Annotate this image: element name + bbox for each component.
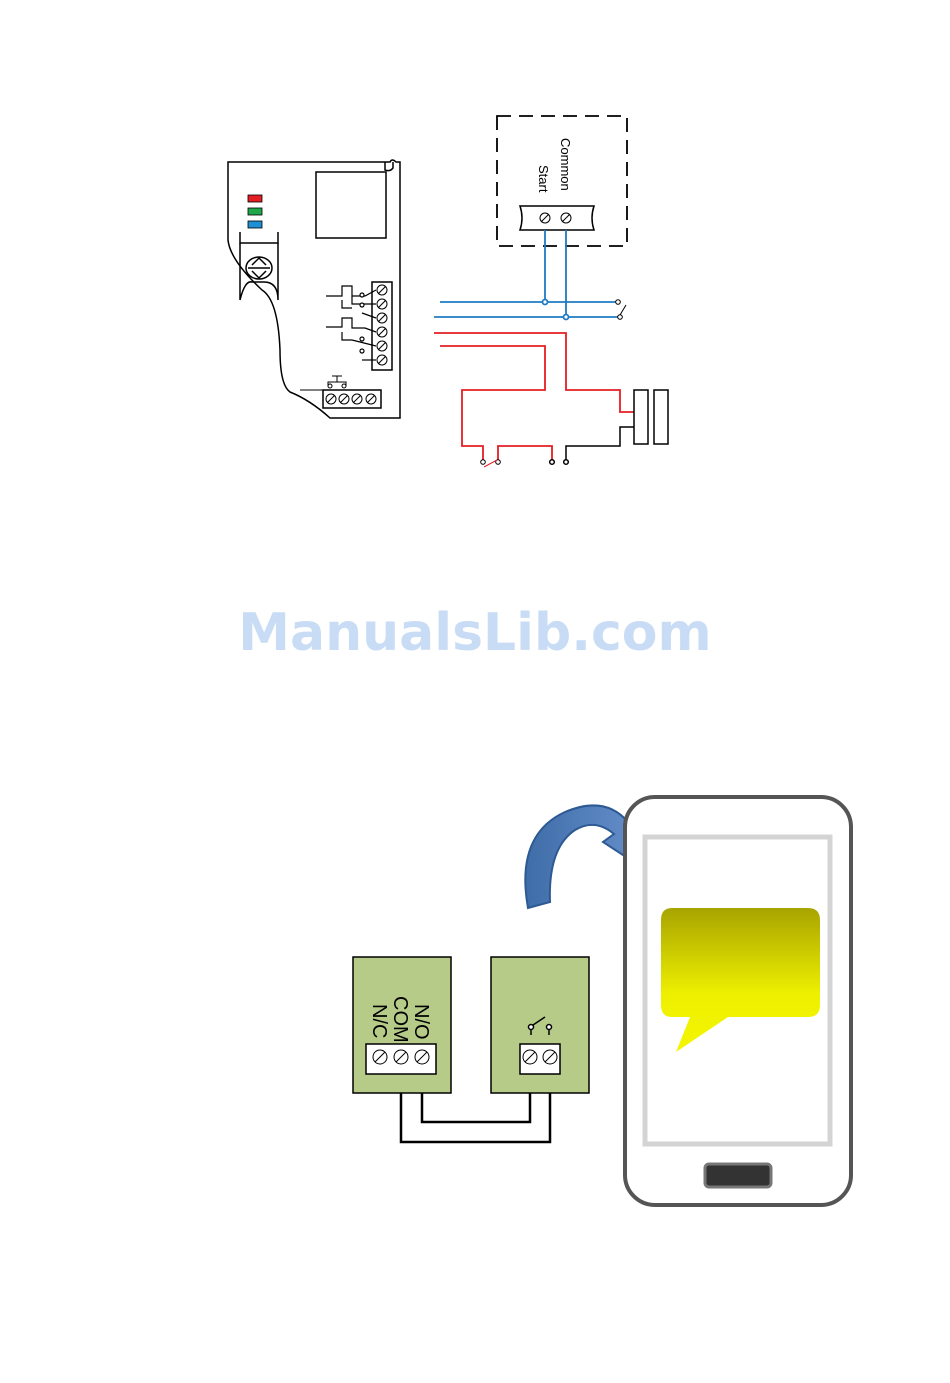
access-panel: Common Start (497, 116, 627, 246)
com-label: COM (389, 996, 411, 1043)
board-chip (316, 172, 386, 238)
relay-contacts (326, 286, 376, 360)
input-module (491, 957, 589, 1093)
blue-led (248, 221, 262, 228)
red-wires (434, 333, 634, 460)
relay-screws (377, 285, 387, 365)
blue-wires (434, 230, 618, 320)
red-switch (481, 460, 501, 467)
status-leds (248, 195, 262, 228)
green-led (248, 208, 262, 215)
phone-home-button (705, 1164, 771, 1187)
black-wire (550, 427, 634, 464)
smartphone (625, 797, 851, 1205)
module-wires (401, 1093, 550, 1142)
start-label: Start (536, 165, 551, 193)
common-label: Common (558, 138, 573, 191)
magnetic-lock (634, 390, 668, 444)
nc-label: N/C (368, 1004, 390, 1038)
relay-module: N/O COM N/C (353, 957, 451, 1093)
no-label: N/O (410, 1004, 432, 1040)
panel-terminal-strip (520, 206, 594, 230)
red-led (248, 195, 262, 202)
